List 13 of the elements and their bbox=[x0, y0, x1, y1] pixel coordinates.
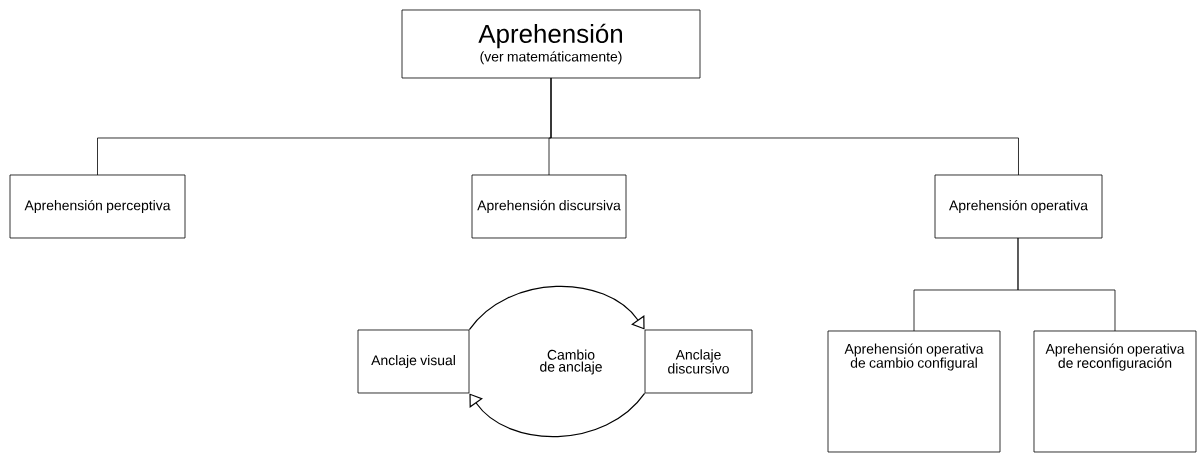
process-box: Aprehensión discursiva bbox=[471, 174, 627, 239]
process-box: Aprehensión perceptiva bbox=[9, 174, 186, 239]
process-box: Aprehensión operativa de reconfiguración bbox=[1033, 330, 1197, 453]
process-box: Anclaje discursivo bbox=[644, 329, 753, 394]
curved-arrow bbox=[469, 392, 646, 438]
connector-line bbox=[550, 77, 1019, 176]
process-box: Aprehensión operativa de cambio configural bbox=[827, 330, 1001, 453]
process-box: Anclaje visual bbox=[357, 329, 470, 394]
curved-arrow bbox=[468, 285, 645, 331]
process-box: Aprehensión (ver matemáticamente) bbox=[401, 9, 701, 79]
connector-line bbox=[1017, 237, 1116, 332]
center-label: Cambio de anclaje bbox=[540, 349, 602, 375]
process-box: Aprehensión operativa bbox=[934, 174, 1103, 239]
